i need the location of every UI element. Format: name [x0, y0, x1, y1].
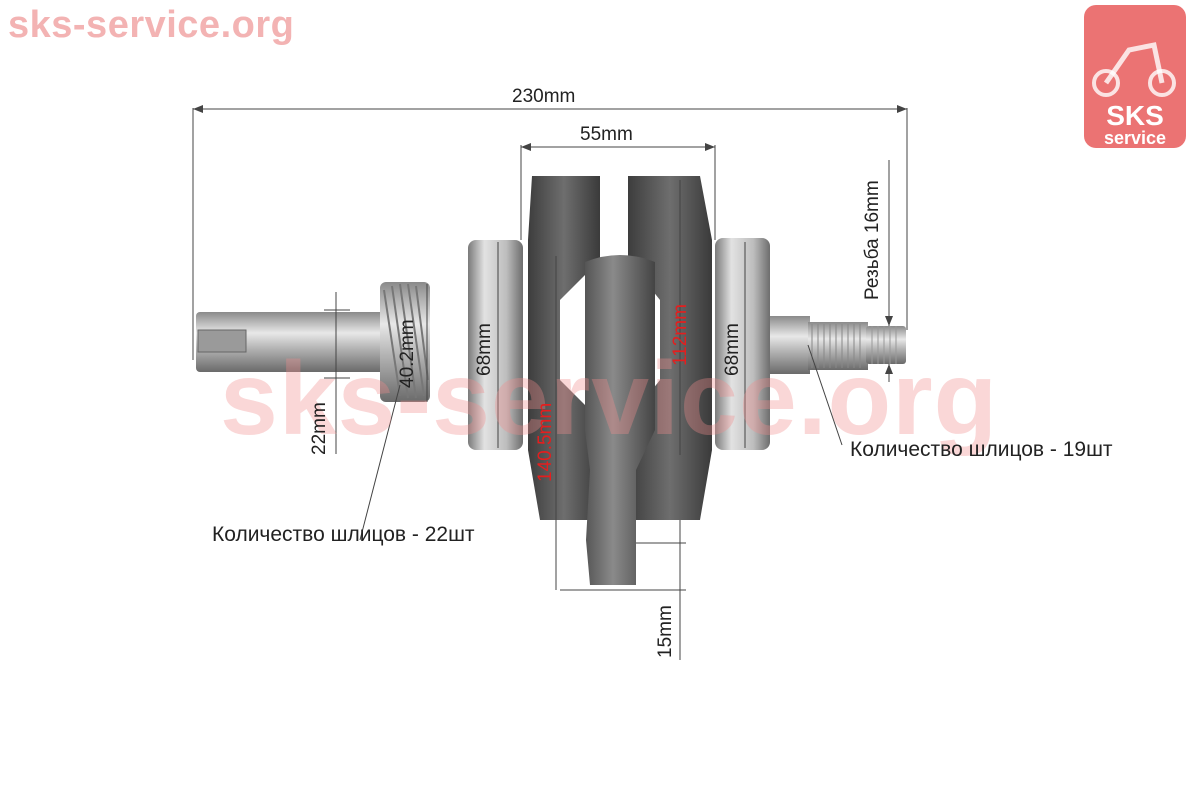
dim-shaft-left: 22mm	[309, 402, 330, 455]
logo-line1: SKS	[1106, 100, 1164, 131]
left-shaft	[196, 312, 401, 372]
dim-rod-length: 140.5mm	[535, 402, 556, 482]
annotation-splines-left: Количество шлицов - 22шт	[212, 523, 475, 546]
watermark-center: sks-service.org	[220, 341, 999, 457]
dim-rod-eye: 15mm	[655, 605, 676, 658]
timing-gear	[380, 282, 430, 402]
logo-line2: service	[1104, 128, 1166, 148]
annotation-splines-right: Количество шлицов - 19шт	[850, 438, 1113, 461]
left-bearing	[468, 240, 523, 450]
dim-web-width: 55mm	[580, 124, 633, 145]
dimension-arrows	[193, 105, 907, 374]
sks-logo: SKS service	[1084, 5, 1186, 148]
dim-total-length: 230mm	[512, 86, 576, 107]
dim-gear-diameter: 40.2mm	[397, 319, 418, 388]
connecting-rod	[585, 255, 655, 585]
right-shaft	[770, 316, 906, 374]
left-crank-web	[528, 176, 600, 520]
dim-bearing-right: 68mm	[722, 323, 743, 376]
dimension-lines	[192, 108, 908, 660]
dim-thread: Резьба 16mm	[862, 180, 883, 300]
dim-flywheel-diameter: 112mm	[670, 304, 691, 366]
watermark-top: sks-service.org	[8, 4, 295, 46]
right-bearing	[715, 238, 770, 450]
dim-bearing-left: 68mm	[474, 323, 495, 376]
